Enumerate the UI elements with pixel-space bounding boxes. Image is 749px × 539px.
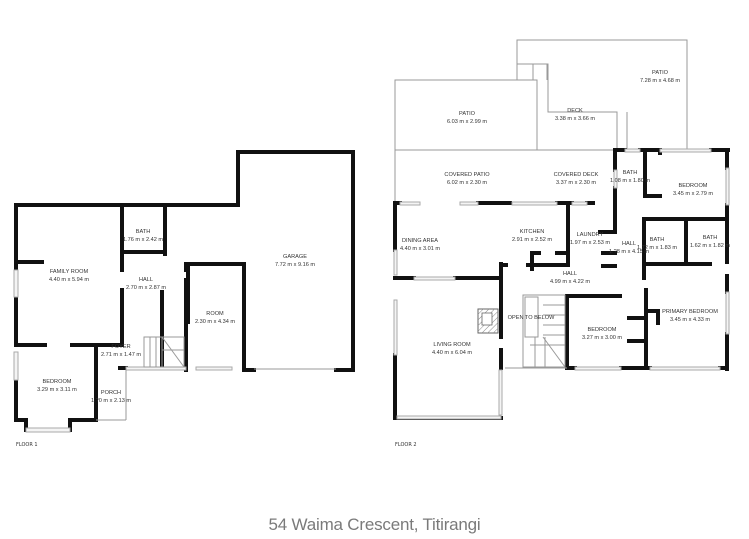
room-hall-2: HALL 1.?8 m x 4.15 m xyxy=(609,241,649,255)
svg-text:BATH: BATH xyxy=(623,170,638,176)
svg-text:7.28 m x 4.68 m: 7.28 m x 4.68 m xyxy=(640,78,680,84)
svg-text:HALL: HALL xyxy=(563,271,577,277)
svg-text:BEDROOM: BEDROOM xyxy=(43,379,72,385)
room-laundry: LAUNDRY 1.97 m x 2.53 m xyxy=(570,232,610,246)
room-hall-3: HALL 4.99 m x 4.22 m xyxy=(550,271,590,285)
svg-text:4.99 m x 4.22 m: 4.99 m x 4.22 m xyxy=(550,279,590,285)
svg-text:BATH: BATH xyxy=(136,229,151,235)
room-foyer: FOYER 2.71 m x 1.47 m xyxy=(101,344,141,358)
room-dining-area: DINING AREA 4.40 m x 3.01 m xyxy=(400,238,440,252)
floor-1-plan: FLOOR 1 xyxy=(13,150,355,448)
room-bath-1: BATH 1.76 m x 2.42 m xyxy=(123,229,163,243)
svg-text:DECK: DECK xyxy=(567,108,583,114)
svg-text:BATH: BATH xyxy=(703,235,718,241)
room-living-room: LIVING ROOM 4.40 m x 6.04 m xyxy=(432,342,472,356)
room-hall-1: HALL 2.70 m x 2.87 m xyxy=(126,277,166,291)
room-patio-2: PATIO 7.28 m x 4.68 m xyxy=(640,70,680,84)
svg-text:1.08 m x 1.80 m: 1.08 m x 1.80 m xyxy=(610,178,650,184)
svg-text:2.70 m x 2.87 m: 2.70 m x 2.87 m xyxy=(126,285,166,291)
room-deck: DECK 3.38 m x 3.66 m xyxy=(555,108,595,122)
svg-text:6.03 m x 2.99 m: 6.03 m x 2.99 m xyxy=(447,119,487,125)
room-family-room: FAMILY ROOM 4.40 m x 5.94 m xyxy=(49,269,89,283)
room-open-to-below: OPEN TO BELOW xyxy=(508,315,555,321)
svg-text:DINING AREA: DINING AREA xyxy=(402,238,438,244)
room-bath-4: BATH 1.62 m x 1.82 m xyxy=(690,235,730,249)
svg-text:1.62 m x 1.82 m: 1.62 m x 1.82 m xyxy=(690,243,730,249)
svg-text:3.38 m x 3.66 m: 3.38 m x 3.66 m xyxy=(555,116,595,122)
svg-text:PORCH: PORCH xyxy=(101,390,121,396)
svg-text:1.?0 m x 2.13 m: 1.?0 m x 2.13 m xyxy=(91,398,131,404)
fireplace-icon xyxy=(477,308,499,334)
property-address-title: 54 Waima Crescent, Titirangi xyxy=(268,515,481,534)
svg-text:1.76 m x 2.42 m: 1.76 m x 2.42 m xyxy=(123,237,163,243)
svg-text:PATIO: PATIO xyxy=(652,70,669,76)
svg-text:COVERED DECK: COVERED DECK xyxy=(554,172,599,178)
svg-text:2.71 m x 1.47 m: 2.71 m x 1.47 m xyxy=(101,352,141,358)
svg-text:HALL: HALL xyxy=(622,241,636,247)
svg-text:LAUNDRY: LAUNDRY xyxy=(577,232,604,238)
room-patio-1: PATIO 6.03 m x 2.99 m xyxy=(447,111,487,125)
svg-text:HALL: HALL xyxy=(139,277,153,283)
room-primary-bedroom: PRIMARY BEDROOM 3.45 m x 4.33 m xyxy=(662,309,718,323)
svg-text:3.27 m x 3.00 m: 3.27 m x 3.00 m xyxy=(582,335,622,341)
room-garage: GARAGE 7.72 m x 9.16 m xyxy=(275,254,315,268)
room-porch: PORCH 1.?0 m x 2.13 m xyxy=(91,390,131,404)
svg-text:1.72 m x 1.83 m: 1.72 m x 1.83 m xyxy=(637,245,677,251)
room-bath-2: BATH 1.08 m x 1.80 m xyxy=(610,170,650,184)
floor-2-stairs xyxy=(522,294,566,368)
room-labels: FAMILY ROOM 4.40 m x 5.94 m BATH 1.76 m x … xyxy=(37,70,730,404)
floor-2-plan: FLOOR 2 xyxy=(393,39,730,448)
svg-text:COVERED PATIO: COVERED PATIO xyxy=(444,172,490,178)
svg-text:1.97 m x 2.53 m: 1.97 m x 2.53 m xyxy=(570,240,610,246)
svg-text:6.02 m x 2.30 m: 6.02 m x 2.30 m xyxy=(447,180,487,186)
room-bedroom-3: BEDROOM 3.27 m x 3.00 m xyxy=(582,327,622,341)
svg-text:FOYER: FOYER xyxy=(111,344,130,350)
svg-text:BEDROOM: BEDROOM xyxy=(679,183,708,189)
floor-1-label: FLOOR 1 xyxy=(16,442,38,448)
room-covered-patio: COVERED PATIO 6.02 m x 2.30 m xyxy=(444,172,490,186)
svg-text:3.37 m x 2.30 m: 3.37 m x 2.30 m xyxy=(556,180,596,186)
room-kitchen: KITCHEN 2.91 m x 2.52 m xyxy=(512,229,552,243)
svg-text:KITCHEN: KITCHEN xyxy=(520,229,545,235)
svg-text:LIVING ROOM: LIVING ROOM xyxy=(433,342,471,348)
svg-text:GARAGE: GARAGE xyxy=(283,254,307,260)
svg-text:4.40 m x 5.94 m: 4.40 m x 5.94 m xyxy=(49,277,89,283)
svg-text:3.29 m x 3.11 m: 3.29 m x 3.11 m xyxy=(37,387,77,393)
svg-text:PATIO: PATIO xyxy=(459,111,476,117)
room-bath-3: BATH 1.72 m x 1.83 m xyxy=(637,237,677,251)
room-bedroom-1: BEDROOM 3.29 m x 3.11 m xyxy=(37,379,77,393)
room-room: ROOM 2.30 m x 4.34 m xyxy=(195,311,235,325)
svg-text:4.40 m x 6.04 m: 4.40 m x 6.04 m xyxy=(432,350,472,356)
svg-text:BEDROOM: BEDROOM xyxy=(588,327,617,333)
floor-2-label: FLOOR 2 xyxy=(395,442,417,448)
svg-text:7.72 m x 9.16 m: 7.72 m x 9.16 m xyxy=(275,262,315,268)
svg-text:FAMILY ROOM: FAMILY ROOM xyxy=(50,269,89,275)
svg-text:2.30 m x 4.34 m: 2.30 m x 4.34 m xyxy=(195,319,235,325)
svg-text:PRIMARY BEDROOM: PRIMARY BEDROOM xyxy=(662,309,718,315)
svg-text:2.91 m x 2.52 m: 2.91 m x 2.52 m xyxy=(512,237,552,243)
svg-text:1.?8 m x 4.15 m: 1.?8 m x 4.15 m xyxy=(609,249,649,255)
svg-text:3.45 m x 4.33 m: 3.45 m x 4.33 m xyxy=(670,317,710,323)
svg-text:4.40 m x 3.01 m: 4.40 m x 3.01 m xyxy=(400,246,440,252)
floor-1-stairs xyxy=(143,336,185,368)
svg-text:3.45 m x 2.79 m: 3.45 m x 2.79 m xyxy=(673,191,713,197)
room-bedroom-2: BEDROOM 3.45 m x 2.79 m xyxy=(673,183,713,197)
svg-text:BATH: BATH xyxy=(650,237,665,243)
room-covered-deck: COVERED DECK 3.37 m x 2.30 m xyxy=(554,172,599,186)
svg-text:OPEN TO BELOW: OPEN TO BELOW xyxy=(508,315,555,321)
svg-text:ROOM: ROOM xyxy=(206,311,224,317)
